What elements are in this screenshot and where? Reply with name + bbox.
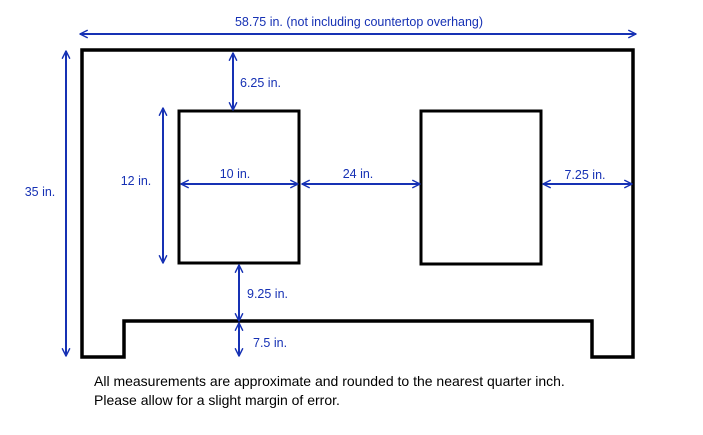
opening-height-label: 12 in. [121,174,152,188]
overall-height-label: 35 in. [25,185,56,199]
disclaimer-line-2: Please allow for a slight margin of erro… [94,392,340,408]
overall-width-label: 58.75 in. (not including countertop over… [235,15,483,29]
left-opening [177,109,301,265]
toe-kick-label: 7.5 in. [253,336,287,350]
top-margin-label: 6.25 in. [240,76,281,90]
disclaimer-line-1: All measurements are approximate and rou… [94,373,565,389]
right-margin-label: 7.25 in. [564,168,605,182]
below-opening-label: 9.25 in. [247,287,288,301]
opening-width-label: 10 in. [220,167,251,181]
cabinet-outline [80,48,635,359]
right-opening [419,109,543,266]
gap-label: 24 in. [343,167,374,181]
